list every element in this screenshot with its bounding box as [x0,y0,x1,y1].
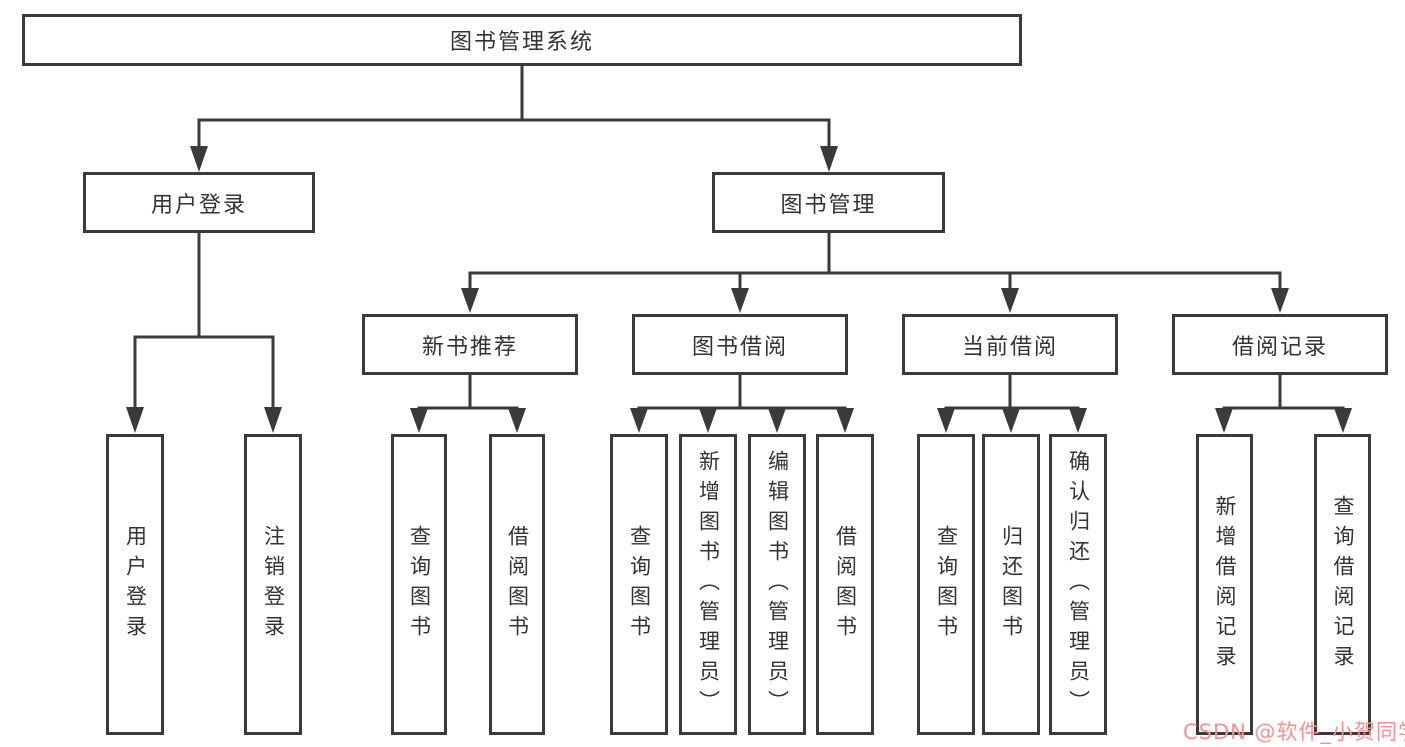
leaf-edit-book-admin: 编辑图书（管理员） [748,434,806,735]
leaf-query-borrow-record: 查询借阅记录 [1314,434,1371,735]
node-book-borrow: 图书借阅 [632,314,848,375]
watermark: CSDN @软件_小贺同学 [1183,720,1405,744]
node-new-book-recommend: 新书推荐 [362,314,578,375]
node-new-book-recommend-label: 新书推荐 [421,334,518,360]
leaf-query-borrow-record-label: 查询借阅记录 [1331,494,1355,675]
leaf-return-books-label: 归还图书 [999,524,1024,645]
leaf-add-borrow-record: 新增借阅记录 [1196,434,1253,735]
leaf-add-borrow-record-label: 新增借阅记录 [1213,494,1237,675]
leaf-user-login: 用户登录 [106,434,164,735]
leaf-return-books: 归还图书 [982,434,1040,735]
leaf-add-book-admin: 新增图书（管理员） [679,434,737,735]
leaf-recommend-borrow-books-label: 借阅图书 [505,524,530,645]
leaf-confirm-return-admin-label: 确认归还（管理员） [1066,449,1091,720]
leaf-user-login-label: 用户登录 [123,524,148,645]
node-borrow-records-label: 借阅记录 [1231,334,1328,360]
node-current-borrow: 当前借阅 [902,314,1118,375]
leaf-logout: 注销登录 [244,434,302,735]
leaf-recommend-query-books: 查询图书 [391,434,447,735]
leaf-add-book-admin-label: 新增图书（管理员） [696,449,721,720]
leaf-confirm-return-admin: 确认归还（管理员） [1049,434,1107,735]
leaf-edit-book-admin-label: 编辑图书（管理员） [765,449,790,720]
node-book-management-label: 图书管理 [780,192,877,218]
leaf-borrow-books-label: 借阅图书 [833,524,858,645]
node-book-borrow-label: 图书借阅 [691,334,788,360]
node-user-login: 用户登录 [83,172,315,233]
leaf-logout-label: 注销登录 [261,524,286,645]
leaf-borrow-books: 借阅图书 [816,434,874,735]
node-user-login-label: 用户登录 [150,192,247,218]
node-root-label: 图书管理系统 [449,30,594,55]
leaf-borrow-query-books-label: 查询图书 [627,524,652,645]
leaf-recommend-query-books-label: 查询图书 [407,524,432,645]
leaf-current-query-books: 查询图书 [917,434,975,735]
node-borrow-records: 借阅记录 [1172,314,1388,375]
leaf-current-query-books-label: 查询图书 [934,524,959,645]
node-root: 图书管理系统 [22,14,1022,66]
node-current-borrow-label: 当前借阅 [961,334,1058,360]
node-book-management: 图书管理 [712,172,945,233]
leaf-borrow-query-books: 查询图书 [610,434,668,735]
leaf-recommend-borrow-books: 借阅图书 [489,434,545,735]
